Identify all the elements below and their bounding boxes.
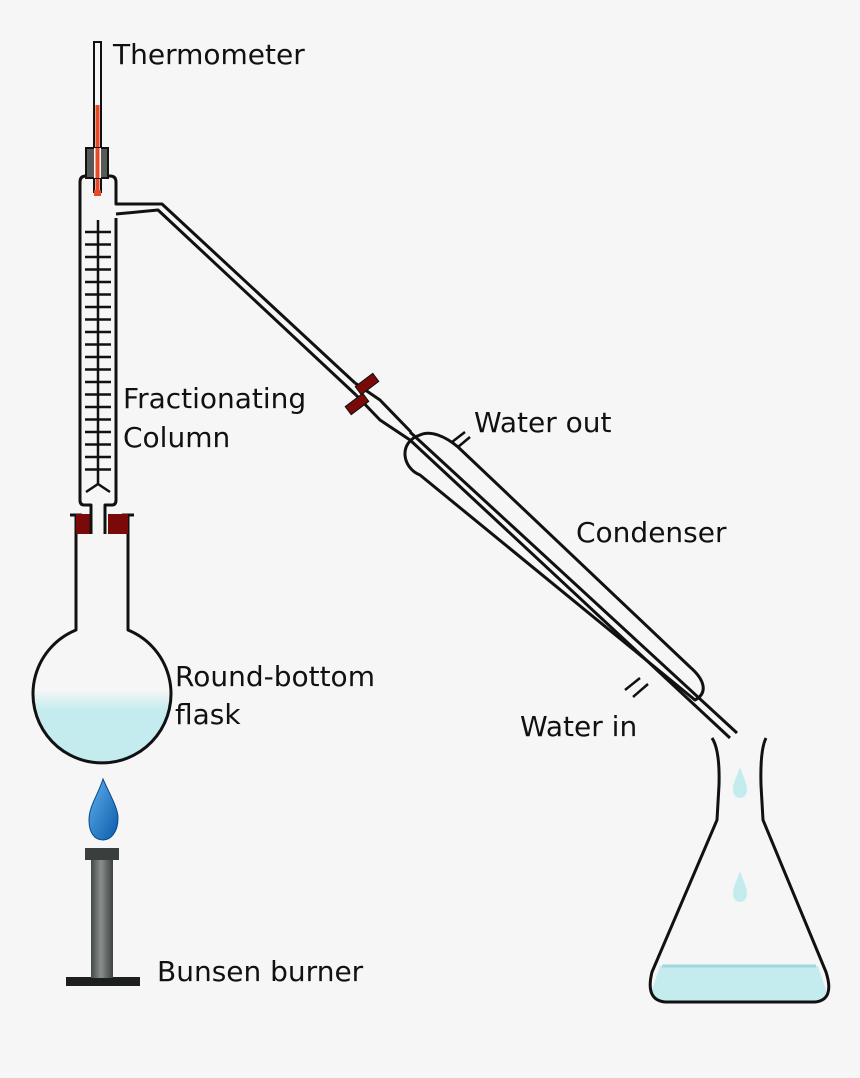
- flame-icon: [88, 777, 119, 841]
- flask-liquid: [33, 690, 171, 762]
- fractionating-column-label: Fractionating: [123, 382, 306, 415]
- thermometer: [85, 41, 109, 196]
- round-bottom-flask-label-line2: flask: [175, 698, 241, 731]
- water-out-label: Water out: [474, 406, 612, 439]
- receiving-flask: [648, 737, 831, 1004]
- receiver-liquid: [651, 966, 827, 1001]
- burner-tube: [91, 858, 113, 978]
- thermometer-label: Thermometer: [112, 38, 305, 71]
- bunsen-burner: [66, 848, 140, 986]
- burner-base: [66, 977, 140, 986]
- round-bottom-flask: [31, 513, 173, 765]
- flask-stopper: [76, 514, 128, 534]
- burner-collar: [85, 848, 119, 860]
- droplet-icon: [733, 767, 747, 798]
- fractionating-column: [78, 174, 358, 534]
- condenser-label: Condenser: [576, 516, 727, 549]
- droplet-icon: [733, 871, 747, 902]
- water-in-label: Water in: [520, 710, 637, 743]
- condenser: [403, 430, 739, 740]
- bunsen-burner-label: Bunsen burner: [157, 955, 364, 988]
- column-indentations: [85, 220, 111, 494]
- fractionating-column-label-line2: Column: [123, 421, 230, 454]
- round-bottom-flask-label: Round-bottom: [175, 660, 375, 693]
- connector-joint: [344, 372, 413, 442]
